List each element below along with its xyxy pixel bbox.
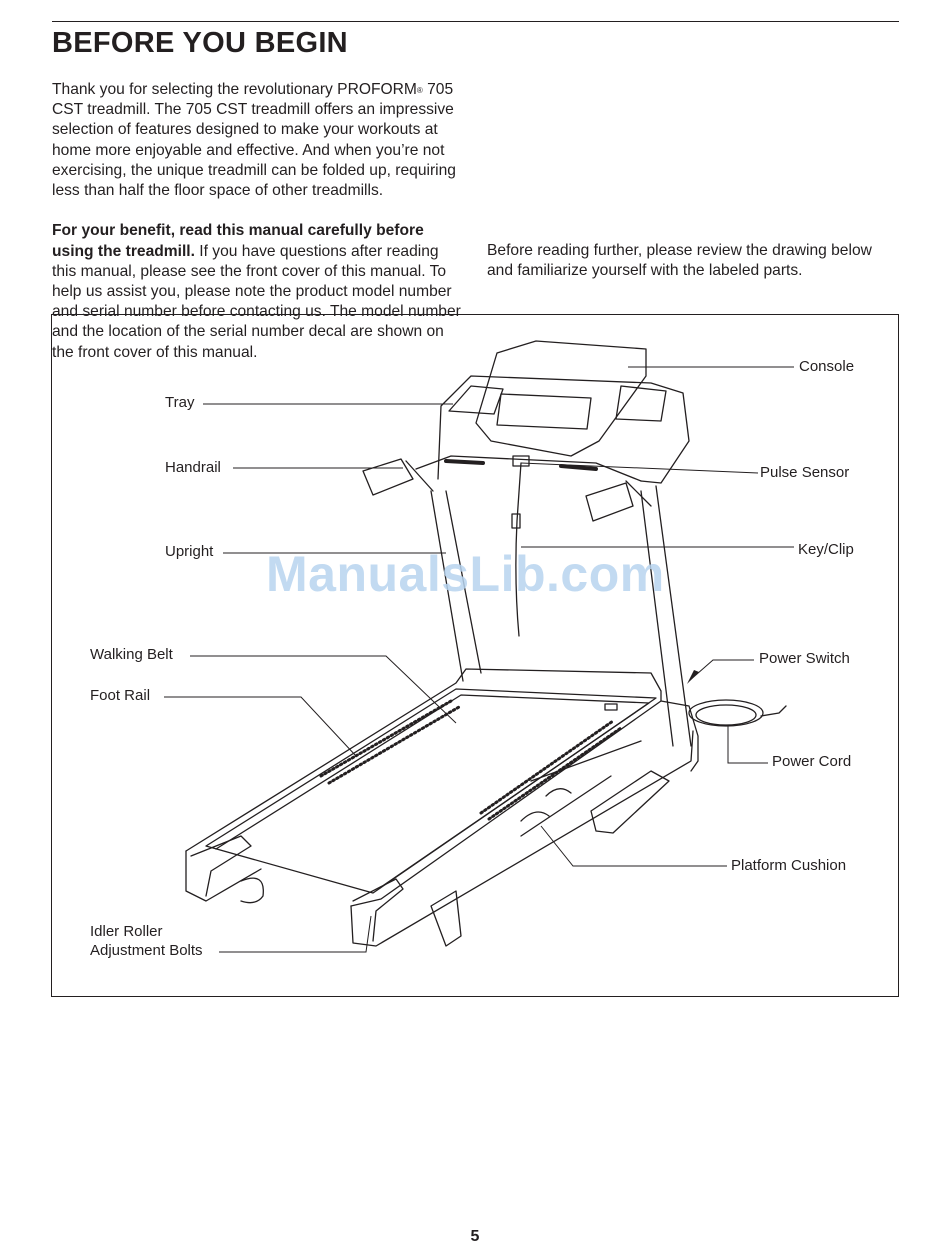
frame-crossbars <box>520 740 642 837</box>
page-title: BEFORE YOU BEGIN <box>52 27 348 59</box>
power-switch-arrowhead <box>687 670 699 684</box>
left-foot-rail-dots-2 <box>327 705 461 785</box>
deck-outline <box>205 688 657 894</box>
left-base-foot <box>240 877 264 904</box>
intro-text-rest: 705 CST treadmill. The 705 CST treadmill… <box>52 81 456 200</box>
column-flow-spacer <box>487 80 902 221</box>
label-upright: Upright <box>165 543 214 560</box>
intro-column-right: Before reading further, please review th… <box>487 80 902 302</box>
left-foot-rail-dots <box>319 699 453 778</box>
leader-pulse-sensor <box>520 462 759 474</box>
safety-key-cord <box>515 462 522 637</box>
handrail-joints <box>405 460 652 507</box>
safety-key <box>511 513 521 529</box>
power-switch-body <box>604 703 618 711</box>
leader-foot-rail <box>164 696 357 757</box>
label-console: Console <box>799 358 855 375</box>
console-display <box>496 393 592 430</box>
handrail-crossbar <box>415 455 642 482</box>
left-upright <box>430 490 482 682</box>
rear-support-foot <box>430 890 462 947</box>
read-manual-paragraph: For your benefit, read this manual caref… <box>52 221 462 362</box>
console-housing <box>437 375 690 484</box>
top-rule <box>52 21 899 22</box>
read-manual-emphasis: For your benefit, read this manual caref… <box>52 222 424 260</box>
right-foot-rail-dots <box>479 719 615 815</box>
platform-cushions <box>520 788 572 822</box>
label-pulse-sensor: Pulse Sensor <box>760 464 850 481</box>
console-right-speaker <box>615 385 667 422</box>
label-walking-belt: Walking Belt <box>90 646 173 663</box>
watermark-text: ManualsLib.com <box>266 546 665 602</box>
leader-lines <box>164 366 794 953</box>
treadmill-drawing <box>164 340 794 953</box>
label-idler-roller: Idler Roller <box>90 923 163 940</box>
right-upright <box>640 485 692 747</box>
right-handrail-grip <box>585 482 634 522</box>
leader-power-switch <box>688 659 754 682</box>
right-foot-rail-dots-2 <box>487 726 623 821</box>
leader-walking-belt <box>190 655 457 724</box>
console-tray-panel <box>475 340 647 457</box>
page-number: 5 <box>470 1228 480 1245</box>
leader-platform-cushion <box>540 825 727 867</box>
right-end-cap <box>352 878 404 942</box>
intro-column-left: Thank you for selecting the revolutionar… <box>52 80 462 383</box>
power-cord-coil-inner <box>695 704 757 726</box>
label-power-cord: Power Cord <box>772 753 852 770</box>
treadmill-figure <box>51 314 899 997</box>
label-platform-cushion: Platform Cushion <box>731 857 847 874</box>
review-drawing-paragraph: Before reading further, please review th… <box>487 242 872 280</box>
left-end-cap <box>190 835 252 897</box>
motor-hood-edge <box>660 700 699 772</box>
power-cord-coil <box>688 699 764 727</box>
intro-paragraph: Thank you for selecting the revolutionar… <box>52 80 462 201</box>
leader-power-cord <box>727 725 768 764</box>
label-tray: Tray <box>165 394 195 411</box>
pulse-sensor-pads <box>444 459 598 471</box>
label-key-clip: Key/Clip <box>798 541 854 558</box>
read-manual-rest: If you have questions after reading this… <box>52 242 461 361</box>
right-base-foot <box>590 770 670 834</box>
registered-mark: ® <box>416 86 423 95</box>
left-handrail-grip <box>362 458 414 496</box>
frame-top <box>185 668 662 907</box>
label-power-switch: Power Switch <box>759 650 850 667</box>
left-rail-front <box>185 850 262 902</box>
power-cord-plug <box>760 705 787 717</box>
key-receptacle <box>512 455 530 467</box>
right-rail-side <box>350 730 694 947</box>
leader-idler-roller <box>219 915 372 953</box>
label-handrail: Handrail <box>165 459 221 476</box>
label-foot-rail: Foot Rail <box>90 687 151 704</box>
intro-text-start: Thank you for selecting the revolutionar… <box>52 81 417 98</box>
label-idler-roller-bolts: Adjustment Bolts <box>90 942 203 959</box>
walking-belt-edge <box>215 694 650 888</box>
